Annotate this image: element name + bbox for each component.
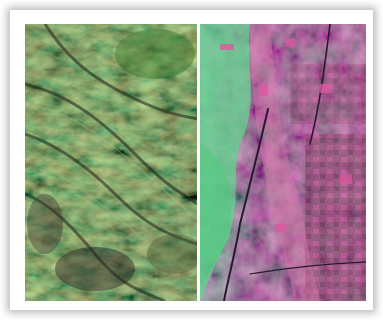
image-frame [10, 10, 373, 310]
panel-divider [197, 24, 200, 301]
terrain-image-left [25, 24, 197, 301]
terrain-image-right [200, 24, 366, 301]
natural-color-satellite-image [25, 24, 197, 301]
false-color-satellite-image [200, 24, 366, 301]
